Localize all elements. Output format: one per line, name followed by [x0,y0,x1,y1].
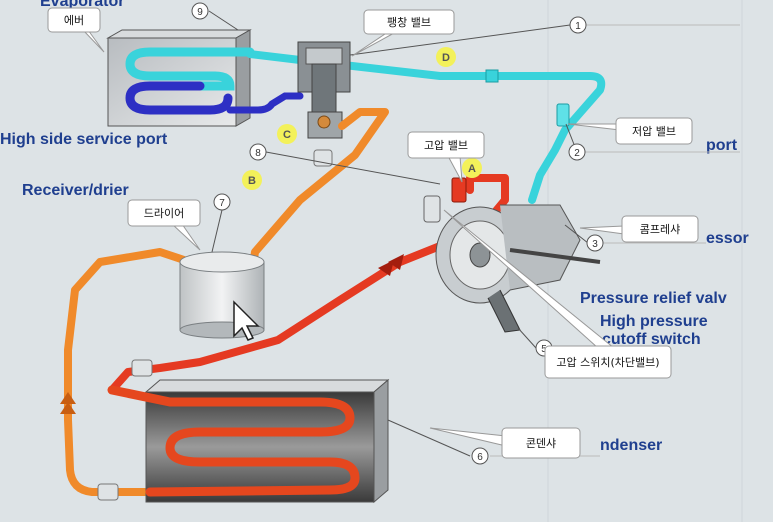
letter-d: D [442,52,450,64]
cutoff-switch-label: cutoff switch [602,331,701,348]
high-side-service-port-label: High side service port [0,131,168,148]
flow-arrow [60,392,76,404]
number-6: 6 [477,452,483,463]
number-2: 2 [574,148,580,159]
letter-c: C [283,129,291,141]
callout-high-switch-text: 고압 스위치(차단밸브) [556,356,659,369]
number-8: 8 [255,148,261,159]
compressor [423,195,601,333]
high-pressure-gas-line [108,174,509,394]
letter-a: A [468,163,476,175]
number-7: 7 [219,198,225,209]
flow-arrow [60,402,76,414]
condenser [107,378,390,504]
callout-evaporator-text: 에버 [64,14,84,27]
reference-numbers: 9 1 2 3 5 6 7 8 [191,2,740,465]
number-5: 5 [541,344,547,355]
cursor-arrow-icon [233,300,260,341]
callout-expansion-valve: 팽창 밸브 [351,9,455,57]
letter-b: B [248,175,256,187]
evaporator [106,29,304,127]
number-1: 1 [575,21,581,32]
low-side-service-port [556,103,570,127]
expansion-valve [297,41,351,139]
number-9: 9 [197,7,203,18]
callout-condenser: 콘덴샤 [429,427,581,459]
section-letters: D C B A [242,47,482,190]
line-fitting [97,483,119,501]
callout-expansion-valve-text: 팽창 밸브 [387,16,431,29]
callout-low-valve: 저압 밸브 [567,117,693,145]
line-fitting [485,69,499,83]
callout-high-switch: 고압 스위치(차단밸브) [443,209,672,379]
low-side-service-port-label: port [706,137,738,154]
flow-arrow [378,260,394,276]
compressor-label: essor [706,230,749,247]
callout-evaporator: 에버 [47,7,105,53]
callout-high-valve: 고압 밸브 [407,131,485,183]
callout-condenser-text: 콘덴샤 [526,437,556,450]
pressure-relief-valve [423,195,441,223]
evaporator-label: Evaporator [40,0,124,10]
receiver-drier-label: Receiver/drier [22,182,129,199]
number-3: 3 [592,239,598,250]
low-pressure-line [246,50,606,204]
callout-high-valve-text: 고압 밸브 [424,139,468,152]
condenser-label: ndenser [600,437,662,454]
callout-drier-text: 드라이어 [144,207,184,220]
callout-drier: 드라이어 [127,199,201,251]
pressure-relief-valve-label: Pressure relief valv [580,290,727,307]
callout-compressor-text: 콤프레샤 [640,223,680,236]
high-pressure-label: High pressure [600,313,708,330]
callout-compressor: 콤프레샤 [579,215,699,243]
callout-low-valve-text: 저압 밸브 [632,125,676,138]
line-fitting [131,359,153,377]
flow-arrow [388,254,404,270]
